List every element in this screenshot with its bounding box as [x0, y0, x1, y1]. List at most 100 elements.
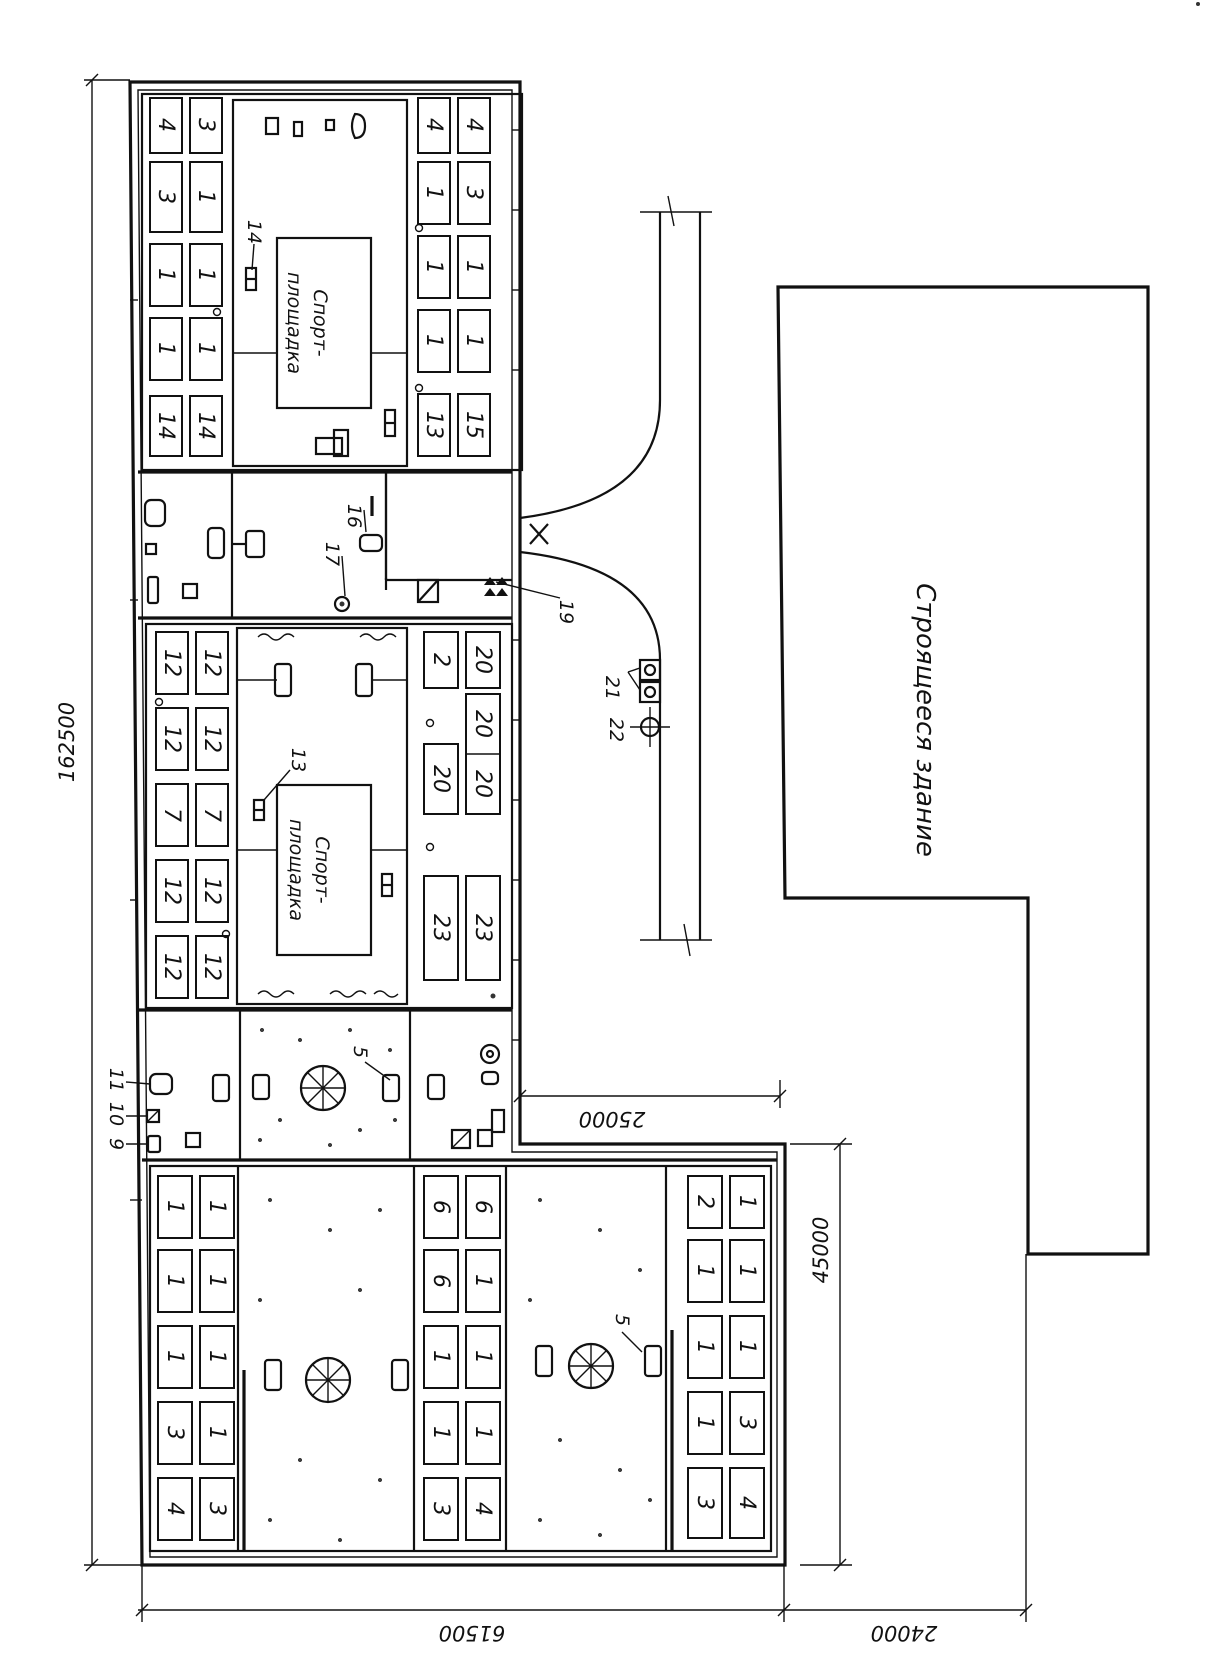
svg-text:7: 7: [159, 808, 184, 822]
svg-text:20: 20: [470, 710, 495, 738]
svg-text:1: 1: [162, 1350, 187, 1364]
svg-text:1: 1: [153, 342, 178, 356]
svg-text:45000: 45000: [809, 1217, 833, 1284]
construction-building: [776, 285, 1150, 1256]
svg-text:1: 1: [421, 260, 446, 274]
svg-text:9: 9: [105, 1138, 127, 1150]
svg-text:6: 6: [428, 1200, 453, 1214]
mid-left-cells: [155, 631, 229, 999]
svg-text:22: 22: [605, 718, 627, 742]
svg-text:3: 3: [692, 1496, 717, 1510]
svg-text:1: 1: [193, 342, 218, 356]
mid-sport-court: [275, 783, 373, 957]
low-fans: [263, 1342, 663, 1404]
svg-text:1: 1: [461, 334, 486, 348]
svg-text:2: 2: [692, 1195, 717, 1209]
svg-text:4: 4: [421, 118, 446, 132]
corridor-2: [145, 1010, 506, 1160]
svg-text:12: 12: [199, 649, 224, 677]
svg-text:1: 1: [734, 1264, 759, 1278]
top-sport-court: [275, 236, 373, 410]
svg-text:21: 21: [601, 676, 623, 700]
svg-text:3: 3: [162, 1426, 187, 1440]
svg-text:1: 1: [692, 1416, 717, 1430]
svg-text:20: 20: [470, 770, 495, 798]
top-sport-area: [231, 98, 409, 468]
svg-text:20: 20: [428, 765, 453, 793]
svg-text:1: 1: [470, 1274, 495, 1288]
svg-text:1: 1: [692, 1340, 717, 1354]
top-left-labels: 4 3 3 1 1 1 1 1 14 14: [153, 118, 218, 440]
svg-text:3: 3: [734, 1416, 759, 1430]
sport-label-top-2: площадка: [283, 272, 305, 374]
svg-text:11: 11: [105, 1068, 127, 1092]
svg-text:3: 3: [204, 1502, 229, 1516]
svg-text:1: 1: [193, 268, 218, 282]
svg-text:1: 1: [428, 1350, 453, 1364]
svg-text:10: 10: [105, 1102, 127, 1126]
svg-text:1: 1: [153, 268, 178, 282]
top-left-cells: [149, 97, 223, 457]
svg-text:6: 6: [428, 1274, 453, 1288]
svg-text:12: 12: [199, 877, 224, 905]
svg-text:1: 1: [428, 1426, 453, 1440]
svg-text:14: 14: [243, 220, 265, 244]
dimension-lines: [84, 73, 1033, 1622]
svg-text:1: 1: [421, 186, 446, 200]
svg-text:1: 1: [692, 1264, 717, 1278]
entrance-road: [384, 195, 712, 957]
svg-text:12: 12: [159, 725, 184, 753]
stipple-corridor-2: [258, 1028, 397, 1147]
low-block-frame: [148, 1164, 773, 1553]
svg-text:3: 3: [193, 118, 218, 132]
sport-label-mid-1: Спорт-: [311, 836, 333, 903]
low-labels: 1 1 1 1 1 1 3 1 4 3 6 6 6 1 1 1 1 1 3 4 …: [162, 1195, 759, 1516]
svg-text:4: 4: [470, 1502, 495, 1516]
svg-text:1: 1: [470, 1426, 495, 1440]
svg-text:13: 13: [421, 411, 446, 439]
mid-sport-area: [235, 626, 409, 1006]
svg-text:1: 1: [162, 1274, 187, 1288]
svg-text:13: 13: [287, 748, 309, 772]
callout-labels: 14 16 17 19 21 22 13 5 5 11 10 9: [105, 220, 643, 1353]
svg-text:3: 3: [428, 1502, 453, 1516]
mid-equipment: [252, 662, 394, 898]
mid-block-frame: [144, 622, 514, 1010]
svg-text:1: 1: [162, 1200, 187, 1214]
svg-text:1: 1: [204, 1200, 229, 1214]
dimension-labels: 162500 61500 24000 45000 25000: [55, 702, 937, 1645]
svg-text:17: 17: [321, 542, 343, 566]
svg-text:1: 1: [204, 1350, 229, 1364]
svg-text:1: 1: [470, 1350, 495, 1364]
mid-right-labels: 2 20 20 20 20 23 23: [428, 646, 495, 942]
svg-text:20: 20: [470, 646, 495, 674]
svg-text:19: 19: [555, 600, 577, 624]
svg-text:4: 4: [153, 118, 178, 132]
svg-text:3: 3: [461, 186, 486, 200]
construction-building-label: Строящееся здание: [910, 583, 940, 857]
svg-text:1: 1: [204, 1426, 229, 1440]
svg-text:1: 1: [204, 1274, 229, 1288]
svg-text:23: 23: [428, 914, 453, 942]
svg-text:3: 3: [153, 190, 178, 204]
wall-ticks: [130, 129, 520, 1201]
svg-text:12: 12: [199, 725, 224, 753]
svg-text:7: 7: [199, 808, 224, 822]
wavy-lines: [257, 633, 399, 998]
svg-text:4: 4: [461, 118, 486, 132]
svg-text:162500: 162500: [55, 702, 79, 782]
svg-text:12: 12: [199, 953, 224, 981]
svg-text:24000: 24000: [871, 1621, 938, 1645]
svg-text:1: 1: [734, 1340, 759, 1354]
top-right-labels: 4 4 1 3 1 1 1 1 13 15: [421, 118, 486, 439]
svg-text:12: 12: [159, 649, 184, 677]
svg-text:6: 6: [470, 1200, 495, 1214]
svg-text:1: 1: [193, 190, 218, 204]
stipple-low: [258, 1198, 652, 1542]
svg-text:4: 4: [734, 1496, 759, 1510]
svg-text:23: 23: [470, 914, 495, 942]
svg-text:1: 1: [421, 334, 446, 348]
top-right-cells: [417, 97, 491, 457]
svg-text:1: 1: [461, 260, 486, 274]
